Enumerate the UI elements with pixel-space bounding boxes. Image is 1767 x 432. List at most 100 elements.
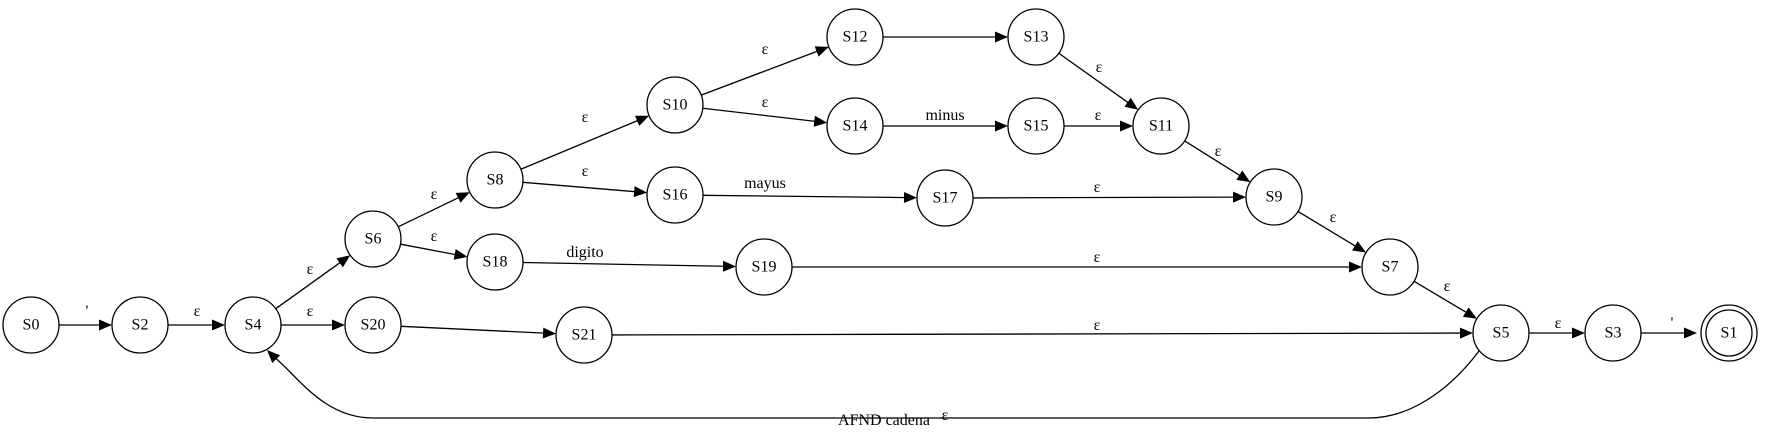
edge-s10-s12: ε: [700, 41, 829, 96]
edge-s2-s4: ε: [168, 303, 225, 331]
state-label: S17: [933, 190, 958, 207]
edge-s20-s21: [400, 325, 557, 339]
state-label: S5: [1493, 325, 1510, 342]
state-label: S18: [483, 254, 508, 271]
state-circle: [111, 296, 169, 354]
state-label: S15: [1024, 118, 1049, 135]
state-circle: [916, 169, 974, 227]
state-circle: [1361, 238, 1419, 296]
edge-s0-s2: ': [59, 303, 112, 331]
edge-s9-s7-arrowhead: [1352, 241, 1367, 253]
edge-s4-s20: ε: [281, 303, 345, 331]
edge-label: ε: [307, 261, 314, 278]
state-label: S1: [1721, 325, 1738, 342]
edge-line: [1297, 210, 1357, 247]
state-circle: [466, 233, 524, 291]
state-label: S11: [1149, 118, 1173, 135]
edge-label: ': [86, 303, 89, 320]
state-s12: S12: [826, 8, 884, 66]
edge-s5-s3: ε: [1529, 315, 1585, 339]
edge-line: [700, 50, 818, 96]
edge-label: ε: [307, 303, 314, 320]
edge-s10-s12-arrowhead: [814, 46, 829, 57]
edge-line: [702, 194, 906, 199]
edge-s16-s17-arrowhead: [903, 192, 918, 204]
state-s4: S4: [224, 296, 282, 354]
state-label: S2: [132, 317, 149, 334]
edge-s18-s19-arrowhead: [722, 260, 737, 272]
edge-s8-s16: ε: [522, 163, 648, 198]
state-s6: S6: [344, 210, 402, 268]
edge-label: ε: [1444, 278, 1451, 295]
state-s10: S10: [646, 76, 704, 134]
state-s16: S16: [646, 166, 704, 224]
edge-line: [1184, 140, 1241, 177]
edge-line: [522, 181, 636, 193]
state-s8: S8: [466, 151, 524, 209]
state-label: S0: [23, 317, 40, 334]
state-circle: [466, 151, 524, 209]
edge-label: ε: [1096, 59, 1103, 76]
edge-s20-s21-arrowhead: [542, 327, 557, 339]
state-circle: [646, 166, 704, 224]
diagram-caption: AFND cadena: [838, 412, 930, 429]
edge-label: ε: [1094, 317, 1101, 334]
edge-s6-s18-arrowhead: [453, 248, 468, 260]
state-label: S6: [365, 231, 382, 248]
state-label: S7: [1382, 259, 1399, 276]
edge-s3-s1-arrowhead: [1684, 327, 1697, 339]
edge-label: ε: [1094, 249, 1101, 266]
state-label: S3: [1605, 325, 1622, 342]
edge-s16-s17: mayus: [702, 175, 918, 204]
state-label: S12: [843, 29, 868, 46]
state-circle: [826, 8, 884, 66]
edge-label: mayus: [744, 175, 786, 192]
edge-s19-s7-arrowhead: [1349, 261, 1362, 273]
edge-s15-s11-arrowhead: [1120, 120, 1133, 132]
edge-s10-s14: ε: [702, 94, 828, 127]
edge-line: [400, 243, 456, 256]
state-s7: S7: [1361, 238, 1419, 296]
edge-s19-s7: ε: [792, 249, 1362, 273]
state-label: S4: [245, 317, 262, 334]
edge-s4-s6: ε: [275, 255, 351, 310]
state-label: S10: [663, 97, 688, 114]
edge-s21-s5-arrowhead: [1459, 327, 1474, 339]
edge-s13-s11-arrowhead: [1124, 97, 1139, 110]
edge-s6-s8: ε: [397, 186, 470, 228]
edge-line: [702, 107, 816, 123]
edge-label: ε: [762, 94, 769, 111]
state-circle: [646, 76, 704, 134]
edge-label: ε: [942, 407, 949, 424]
edge-s8-s10-arrowhead: [635, 115, 650, 126]
state-circle: [1132, 97, 1190, 155]
state-s18: S18: [466, 233, 524, 291]
edge-label: ε: [762, 41, 769, 58]
state-s9: S9: [1245, 168, 1303, 226]
state-circle: [826, 97, 884, 155]
state-circle: [555, 306, 613, 364]
edge-s4-s6-arrowhead: [336, 255, 351, 268]
edge-s7-s5-arrowhead: [1462, 307, 1477, 319]
edge-line: [522, 261, 725, 267]
state-s1: S1: [1700, 304, 1758, 362]
state-label: S16: [663, 187, 688, 204]
edge-line: [397, 196, 460, 228]
accepting-state-ring: [1705, 309, 1753, 357]
state-circle: [1584, 304, 1642, 362]
edge-s21-s5: ε: [611, 317, 1474, 339]
edge-s0-s2-arrowhead: [99, 319, 112, 331]
edge-line: [611, 332, 1462, 336]
edge-s18-s19: digito: [522, 244, 737, 272]
edge-line: [275, 261, 341, 310]
edge-s8-s10: ε: [520, 109, 650, 170]
edge-line: [972, 196, 1235, 199]
state-label: S9: [1266, 189, 1283, 206]
state-s15: S15: [1007, 97, 1065, 155]
state-s11: S11: [1132, 97, 1190, 155]
state-circle: [2, 296, 60, 354]
edge-label: ε: [431, 228, 438, 245]
state-circle: [1245, 168, 1303, 226]
state-s3: S3: [1584, 304, 1642, 362]
